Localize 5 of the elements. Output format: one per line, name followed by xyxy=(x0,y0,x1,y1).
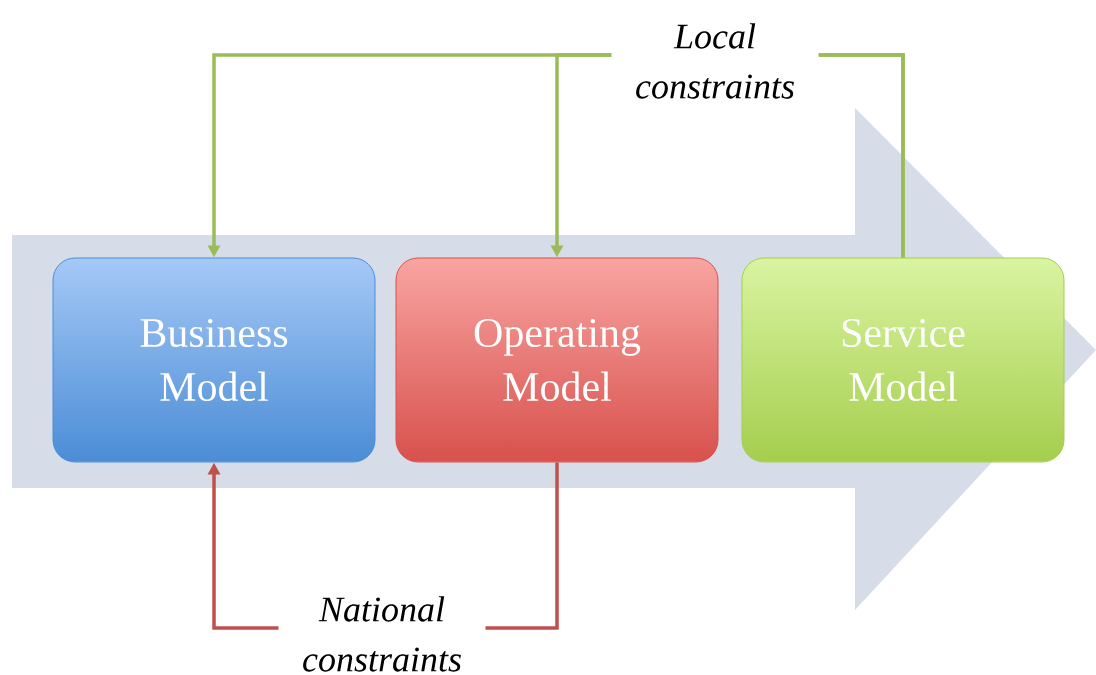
model-box: Business Model xyxy=(52,257,376,463)
model-box: Operating Model xyxy=(395,257,719,463)
model-box: Service Model xyxy=(741,257,1065,463)
edge-label: Local constraints xyxy=(611,22,819,100)
edge-label: National constraints xyxy=(278,595,486,673)
